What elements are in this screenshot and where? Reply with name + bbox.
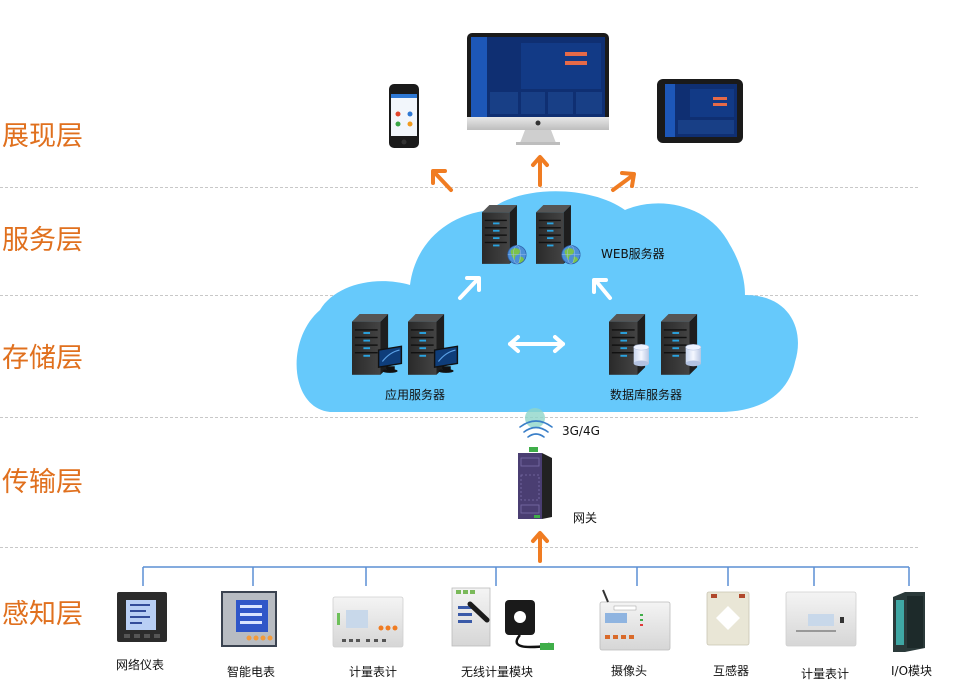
layer-label-presentation: 展现层 [2,121,83,152]
layer-separator [0,417,918,418]
wireless-label: 3G/4G [562,424,600,438]
arrow-up-right-icon [611,171,636,192]
database-server-icon [661,314,702,375]
gateway-icon [518,447,552,519]
din-rail-meter-icon [332,596,404,648]
arrow-app-to-web-icon [458,276,481,300]
device-label: 计量表计 [349,665,398,679]
device-label: 计量表计 [801,667,850,681]
layer-label-storage: 存储层 [2,343,83,374]
smart-meter-icon [221,591,277,647]
monitor-icon [467,33,609,145]
current-transformer-icon [706,591,750,646]
network-meter-icon [117,592,167,642]
tablet-icon [657,79,743,143]
smartphone-icon [389,84,419,148]
camera-module-icon [599,589,671,651]
arrow-bidirectional-icon [508,335,565,353]
io-module-icon [893,592,925,652]
layer-label-perception: 感知层 [2,599,83,630]
device-bus [142,566,910,586]
layer-separator [0,547,918,548]
device-label: 摄像头 [611,664,648,678]
wifi-signal-icon [519,420,553,438]
layer-label-transport: 传输层 [2,467,83,498]
gateway-label: 网关 [573,511,598,525]
web-servers-label: WEB服务器 [601,247,665,261]
device-label: 智能电表 [227,665,276,679]
device-label: 网络仪表 [116,658,165,672]
layer-separator [0,187,918,188]
db-servers-label: 数据库服务器 [610,388,683,402]
arrow-db-to-web-icon [592,278,612,300]
app-servers-label: 应用服务器 [385,388,446,402]
device-label: 互感器 [713,664,750,678]
arrow-up-left-icon [431,169,453,192]
database-server-icon [609,314,650,375]
arrow-up-to-gateway-icon [531,531,549,563]
device-label: I/O模块 [891,664,933,678]
wireless-module-icon [451,587,554,650]
device-label: 无线计量模块 [461,665,534,679]
arrow-up-icon [531,155,549,187]
din-rail-meter-icon [785,591,857,647]
layer-label-service: 服务层 [2,225,83,256]
